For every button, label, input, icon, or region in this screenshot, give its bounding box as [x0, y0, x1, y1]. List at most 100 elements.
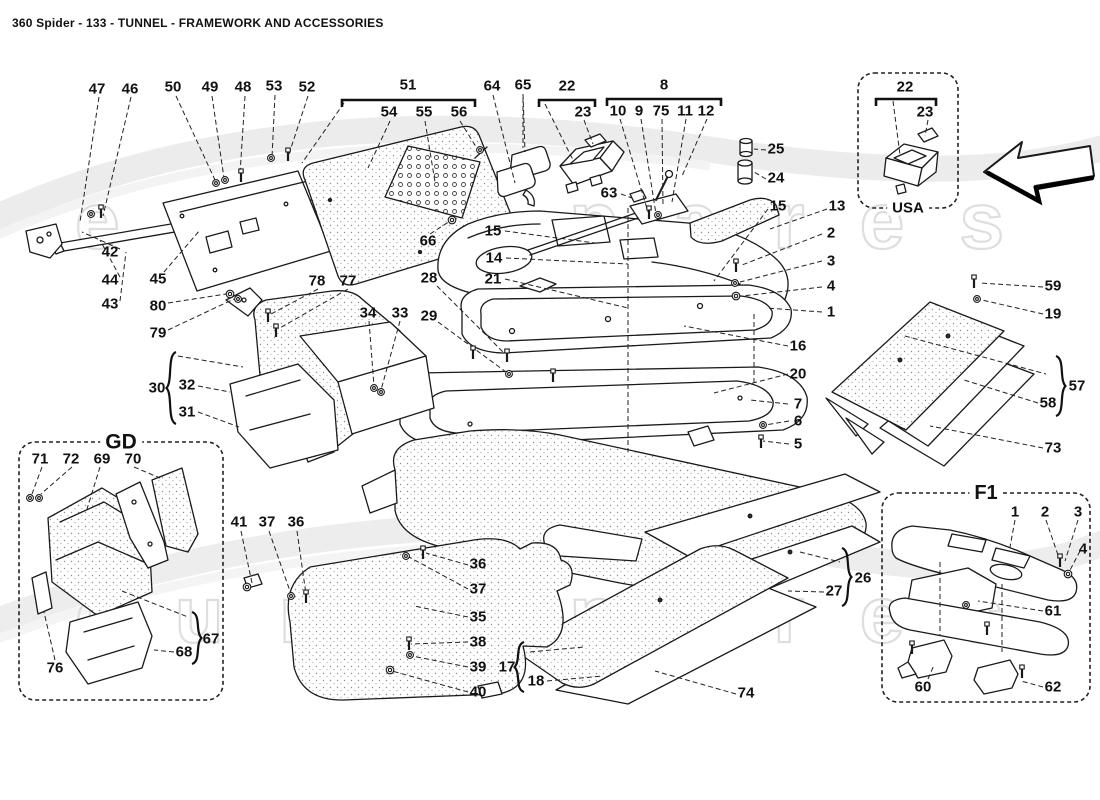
part-bolt — [646, 205, 652, 219]
callout-54: 54 — [380, 103, 398, 121]
callout-77: 77 — [339, 272, 357, 290]
callout-61: 61 — [1044, 602, 1062, 620]
callout-52: 52 — [298, 78, 316, 96]
callout-48: 48 — [234, 78, 252, 96]
part-nut — [225, 289, 235, 299]
part-bolt — [285, 147, 291, 161]
callout-51: 51 — [399, 76, 417, 94]
callout-33: 33 — [391, 304, 409, 322]
callout-58: 58 — [1039, 394, 1057, 412]
hardware-parts — [26, 146, 1073, 678]
part-washer — [731, 279, 739, 287]
callout-57: 57 — [1068, 377, 1086, 395]
leader-lines — [31, 93, 1081, 695]
part-washer — [505, 370, 513, 378]
group-braces — [165, 350, 1067, 694]
callout-68: 68 — [175, 643, 193, 661]
callout-12: 12 — [697, 102, 715, 120]
part-bolt — [406, 636, 412, 650]
callout-60: 60 — [914, 678, 932, 696]
part-washer — [212, 179, 220, 187]
group-brackets — [340, 97, 938, 107]
part-bolt — [265, 308, 271, 322]
callout-72: 72 — [62, 450, 80, 468]
callout-56: 56 — [450, 103, 468, 121]
callout-25: 25 — [767, 140, 785, 158]
callout-40: 40 — [469, 683, 487, 701]
part-washer — [402, 552, 410, 560]
callout-49: 49 — [201, 78, 219, 96]
callout-21: 21 — [484, 270, 502, 288]
callout-23-usa: 23 — [916, 103, 934, 121]
callout-75: 75 — [652, 102, 670, 120]
callout-76: 76 — [46, 659, 64, 677]
part-washer — [267, 154, 275, 162]
callout-78: 78 — [308, 272, 326, 290]
part-washer — [406, 651, 414, 659]
part-gd-trims — [31, 467, 199, 685]
part-bolt — [1057, 553, 1063, 567]
callout-18: 18 — [527, 672, 545, 690]
callout-1: 1 — [826, 303, 836, 321]
part-nut — [731, 291, 741, 301]
callout-53: 53 — [265, 77, 283, 95]
callout-67: 67 — [202, 630, 220, 648]
callout-28: 28 — [420, 269, 438, 287]
part-bolt — [98, 204, 104, 218]
part-bolt — [909, 640, 915, 654]
callout-70: 70 — [124, 450, 142, 468]
callout-11: 11 — [677, 102, 693, 120]
part-washer — [370, 384, 378, 392]
callout-26: 26 — [854, 569, 872, 587]
callout-6: 6 — [793, 412, 803, 430]
region-label-usa: USA — [887, 200, 929, 216]
callout-74: 74 — [737, 684, 755, 702]
callout-24: 24 — [767, 169, 785, 187]
callout-62: 62 — [1044, 678, 1062, 696]
callout-66: 66 — [419, 232, 437, 250]
part-armrest-pad — [689, 197, 780, 244]
callout-22-usa: 22 — [896, 78, 914, 96]
region-label-gd: GD — [100, 431, 142, 453]
callout-29: 29 — [420, 307, 438, 325]
callout-8: 8 — [659, 76, 669, 94]
callout-64: 64 — [483, 77, 501, 95]
part-nut — [447, 215, 457, 225]
callout-38: 38 — [469, 633, 487, 651]
callout-15-console: 15 — [484, 222, 502, 240]
callout-27: 27 — [825, 582, 843, 600]
page-title: 360 Spider - 133 - TUNNEL - FRAMEWORK AN… — [12, 16, 384, 30]
part-bolt — [550, 368, 556, 382]
part-f1-console — [888, 525, 1078, 695]
part-bolt — [733, 258, 739, 272]
part-shifter-mechanism — [527, 169, 689, 256]
callout-55: 55 — [415, 103, 433, 121]
callout-79: 79 — [149, 324, 167, 342]
callout-2: 2 — [826, 224, 836, 242]
callout-4: 4 — [826, 277, 836, 295]
callout-7: 7 — [793, 395, 803, 413]
region-label-f1: F1 — [969, 483, 1003, 503]
callout-9: 9 — [634, 102, 644, 120]
callout-34: 34 — [359, 304, 377, 322]
part-washer — [962, 601, 970, 609]
callout-15-armrest: 15 — [769, 197, 787, 215]
callout-30: 30 — [148, 379, 166, 397]
callout-59: 59 — [1044, 277, 1062, 295]
callout-32: 32 — [178, 376, 196, 394]
callout-42: 42 — [101, 243, 119, 261]
part-bolt — [984, 621, 990, 635]
callout-45: 45 — [149, 270, 167, 288]
part-right-insulation — [825, 301, 1035, 467]
callout-80: 80 — [149, 297, 167, 315]
part-nut — [242, 582, 252, 592]
callout-71: 71 — [31, 450, 49, 468]
part-washer — [973, 295, 981, 303]
callout-47: 47 — [88, 80, 106, 98]
part-washer — [26, 494, 34, 502]
part-bolt — [971, 274, 977, 288]
part-washer — [654, 211, 662, 219]
callout-73: 73 — [1044, 439, 1062, 457]
part-nut — [1063, 569, 1073, 579]
callout-65: 65 — [514, 76, 532, 94]
